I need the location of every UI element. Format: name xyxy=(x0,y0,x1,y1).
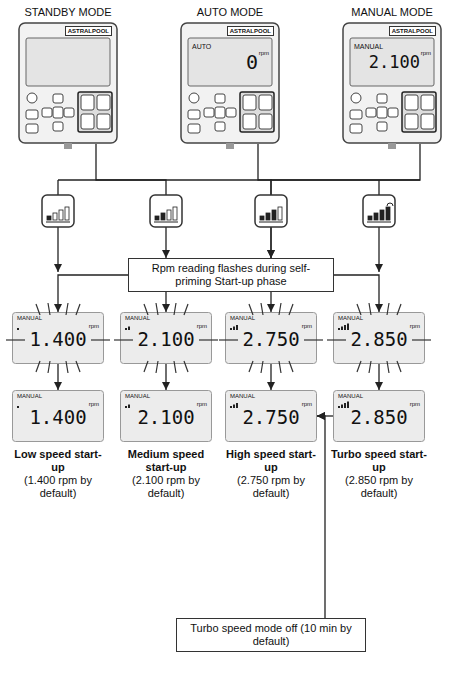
lcd-display: MANUAL2.100rpmMedium speed start-up(2.10… xyxy=(120,390,212,442)
rpm-reading: 1.400 xyxy=(12,406,104,428)
rpm-unit: rpm xyxy=(302,401,312,407)
flow-connector xyxy=(317,416,325,618)
bus-line xyxy=(58,179,420,180)
rpm-reading: 2.100 xyxy=(120,328,212,350)
rpm-unit: rpm xyxy=(410,323,420,329)
flow-connector xyxy=(58,275,128,312)
mode-indicator: MANUAL xyxy=(17,393,42,399)
rpm-unit: rpm xyxy=(421,50,431,56)
controller-drawing xyxy=(18,22,118,144)
bus-drop xyxy=(378,180,379,195)
caption-note: (2.100 rpm by default) xyxy=(116,474,216,500)
controller-drawing xyxy=(180,22,280,144)
lcd-display: MANUAL 2.750rpm xyxy=(225,312,317,364)
speed-buttons xyxy=(42,195,395,227)
mode-indicator: MANUAL xyxy=(230,315,255,321)
mode-indicator: MANUAL xyxy=(17,315,42,321)
mode-indicator: MANUAL xyxy=(354,43,383,50)
rpm-unit: rpm xyxy=(89,323,99,329)
controller: AUTO MODEASTRALPOOLAUTO0rpm xyxy=(180,22,280,144)
caption-note: (2.850 rpm by default) xyxy=(329,474,429,500)
lcd-display: MANUAL2.750rpmHigh speed start-up(2.750 … xyxy=(225,390,317,442)
bus-drop xyxy=(57,180,58,195)
caption: Turbo speed start-up(2.850 rpm by defaul… xyxy=(329,448,429,500)
mode-heading: STANDBY MODE xyxy=(8,6,128,18)
box-text: Turbo speed mode off (10 min by default) xyxy=(185,622,357,648)
flow-connector xyxy=(270,292,271,312)
caption: High speed start-up(2.750 rpm by default… xyxy=(221,448,321,500)
caption-title: Turbo speed start-up xyxy=(329,448,429,474)
lcd-display: MANUAL 2.100rpm xyxy=(120,312,212,364)
rpm-reading: 2.100 xyxy=(369,51,420,73)
caption-title: High speed start-up xyxy=(221,448,321,474)
controller: MANUAL MODEASTRALPOOLMANUAL2.100rpm xyxy=(342,22,442,144)
rpm-unit: rpm xyxy=(197,401,207,407)
lcd-display: MANUAL2.850rpmTurbo speed start-up(2.850… xyxy=(333,390,425,442)
caption: Low speed start-up(1.400 rpm by default) xyxy=(8,448,108,500)
caption-note: (2.750 rpm by default) xyxy=(221,474,321,500)
rpm-unit: rpm xyxy=(197,323,207,329)
controller-drawing xyxy=(342,22,442,144)
box-text: Rpm reading flashes during self-priming … xyxy=(137,262,325,288)
rpm-reading: 2.100 xyxy=(120,406,212,428)
rpm-reading: 2.750 xyxy=(225,328,317,350)
rpm-reading: 1.400 xyxy=(12,328,104,350)
caption-note: (1.400 rpm by default) xyxy=(8,474,108,500)
brand-label: ASTRALPOOL xyxy=(65,26,112,36)
caption-title: Low speed start-up xyxy=(8,448,108,474)
mode-indicator: MANUAL xyxy=(125,315,150,321)
rpm-reading: 2.750 xyxy=(225,406,317,428)
mode-indicator: MANUAL xyxy=(125,393,150,399)
flow-connector xyxy=(378,364,379,390)
lcd-display: MANUAL1.400rpmLow speed start-up(1.400 r… xyxy=(12,390,104,442)
process-box: Rpm reading flashes during self-priming … xyxy=(128,258,334,292)
button-arrow xyxy=(378,227,379,272)
rpm-reading: 0 xyxy=(246,51,258,73)
caption-title: Medium speed start-up xyxy=(116,448,216,474)
flow-connector xyxy=(165,364,166,390)
rpm-unit: rpm xyxy=(89,401,99,407)
mode-indicator: MANUAL xyxy=(338,315,363,321)
flow-connector xyxy=(271,144,420,258)
lcd-display: MANUAL 2.850rpm xyxy=(333,312,425,364)
button-arrow xyxy=(57,227,58,272)
lcd-display: MANUAL 1.400rpm xyxy=(12,312,104,364)
caption: Medium speed start-up(2.100 rpm by defau… xyxy=(116,448,216,500)
flow-connector xyxy=(165,292,166,312)
brand-label: ASTRALPOOL xyxy=(227,26,274,36)
rpm-unit: rpm xyxy=(302,323,312,329)
mode-indicator: AUTO xyxy=(192,43,211,50)
mode-indicator: MANUAL xyxy=(230,393,255,399)
rpm-reading: 2.850 xyxy=(333,406,425,428)
brand-label: ASTRALPOOL xyxy=(389,26,436,36)
controller: STANDBY MODEASTRALPOOL xyxy=(18,22,118,144)
process-box: Turbo speed mode off (10 min by default) xyxy=(176,618,366,652)
mode-indicator: MANUAL xyxy=(338,393,363,399)
flow-connector xyxy=(334,275,379,312)
flow-connector xyxy=(57,364,58,390)
rpm-unit: rpm xyxy=(259,50,269,56)
rpm-reading: 2.850 xyxy=(333,328,425,350)
rpm-unit: rpm xyxy=(410,401,420,407)
flow-connector xyxy=(270,364,271,390)
mode-heading: MANUAL MODE xyxy=(332,6,452,18)
mode-heading: AUTO MODE xyxy=(170,6,290,18)
